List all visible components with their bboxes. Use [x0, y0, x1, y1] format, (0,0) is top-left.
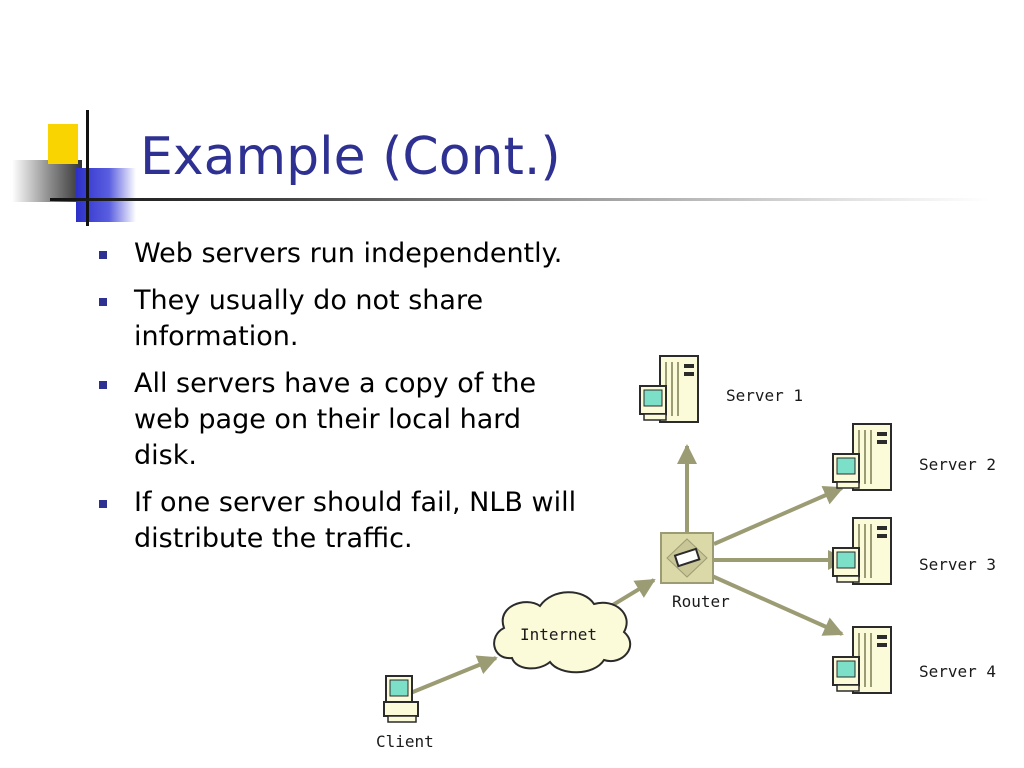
- title-decoration-vertical-line: [86, 110, 89, 226]
- server-3-icon: [832, 517, 892, 585]
- bullet-marker: [99, 251, 107, 259]
- arrow-router-server2: [713, 486, 844, 546]
- bullet-item: They usually do not share information.: [96, 283, 554, 355]
- client-label: Client: [376, 732, 434, 751]
- title-underline: [50, 198, 990, 201]
- bullet-marker: [99, 381, 107, 389]
- bullet-marker: [99, 298, 107, 306]
- internet-label: Internet: [520, 625, 597, 644]
- bullet-text: All servers have a copy of the web page …: [134, 368, 537, 471]
- server-2-label: Server 2: [919, 455, 996, 474]
- server-1-label: Server 1: [726, 386, 803, 405]
- slide-title: Example (Cont.): [140, 127, 561, 187]
- internet-cloud-icon: [493, 591, 632, 674]
- bullet-item: If one server should fail, NLB will dist…: [96, 485, 589, 557]
- server-1-icon: [639, 355, 699, 423]
- bullet-text: They usually do not share information.: [134, 285, 484, 352]
- bullet-item: All servers have a copy of the web page …: [96, 366, 589, 474]
- server-4-label: Server 4: [919, 662, 996, 681]
- client-computer-icon: [383, 675, 419, 723]
- bullet-item: Web servers run independently.: [96, 236, 616, 272]
- router-label: Router: [672, 592, 730, 611]
- router-icon: [660, 532, 714, 584]
- server-4-icon: [832, 626, 892, 694]
- bullet-marker: [99, 500, 107, 508]
- title-decoration-shadow: [12, 160, 82, 202]
- bullet-text: Web servers run independently.: [134, 238, 563, 269]
- bullet-list: Web servers run independently. They usua…: [96, 236, 616, 568]
- server-2-icon: [832, 423, 892, 491]
- server-3-label: Server 3: [919, 555, 996, 574]
- arrow-client-internet: [407, 655, 498, 696]
- bullet-text: If one server should fail, NLB will dist…: [134, 487, 577, 554]
- title-decoration-yellow-square: [48, 124, 78, 164]
- arrow-router-server4: [711, 574, 844, 636]
